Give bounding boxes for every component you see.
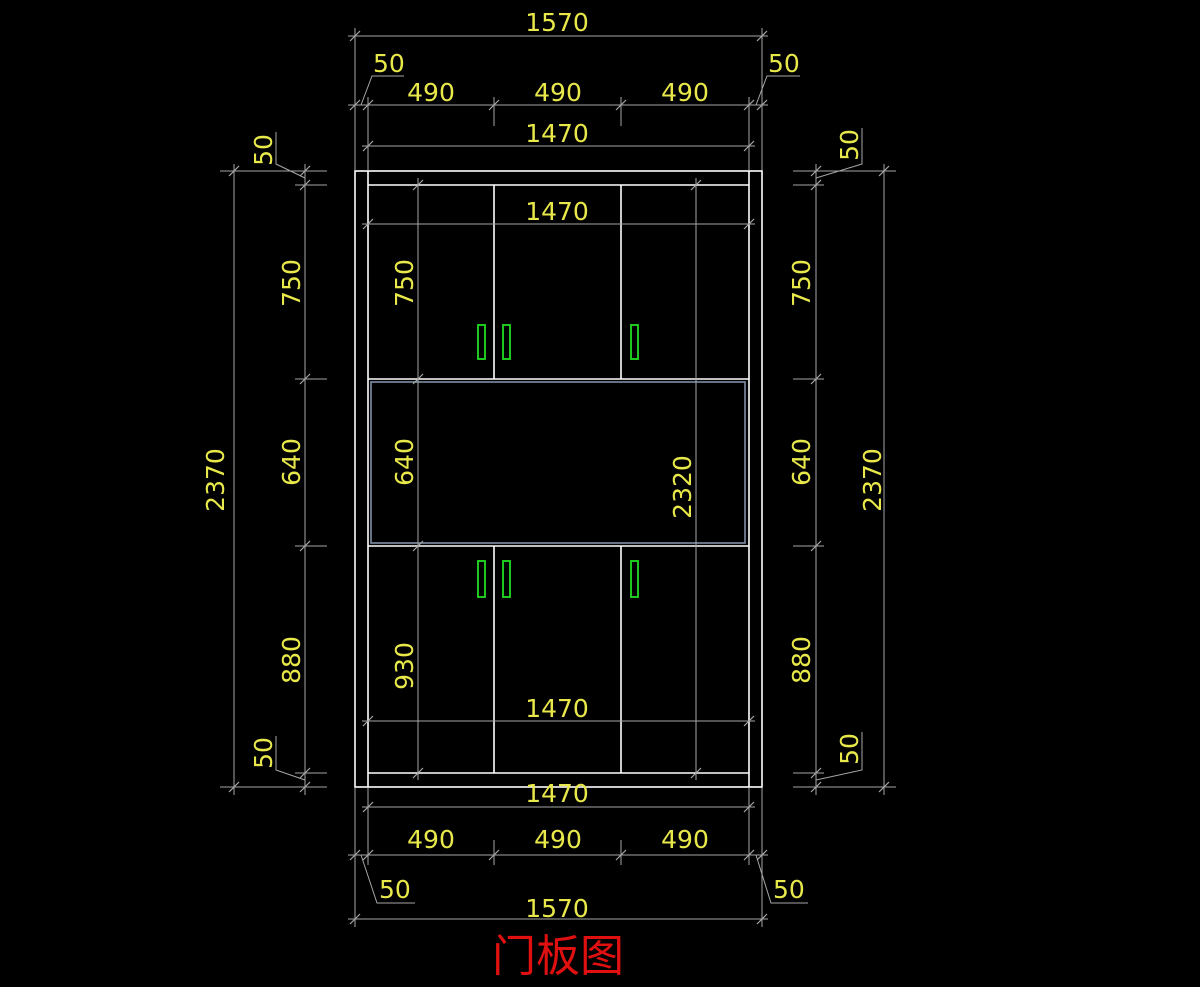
dim-left-bottom-edge: 50 <box>249 737 278 769</box>
dim-right-top-edge: 50 <box>835 129 864 161</box>
dim-bottom-door-1: 490 <box>407 825 455 854</box>
handle-upper-3 <box>630 324 639 360</box>
dim-inner-middle: 640 <box>390 438 419 486</box>
handle-lower-3 <box>630 560 639 598</box>
dim-top-door-2: 490 <box>534 78 582 107</box>
dim-left-top-edge: 50 <box>249 134 278 166</box>
dim-bottom-right-edge: 50 <box>773 875 805 904</box>
dim-top-right-edge: 50 <box>768 49 800 78</box>
handle-upper-2 <box>502 324 511 360</box>
dim-top-inner: 1470 <box>525 119 589 148</box>
dim-top-left-edge: 50 <box>373 49 405 78</box>
dimension-ticks <box>228 30 890 925</box>
dim-bottom-door-3: 490 <box>661 825 709 854</box>
drawing-title: 门板图 <box>492 931 624 982</box>
dim-top-door-1: 490 <box>407 78 455 107</box>
dim-right-upper: 750 <box>787 259 816 307</box>
dim-left-lower: 880 <box>277 636 306 684</box>
dim-left-middle: 640 <box>277 438 306 486</box>
dim-inner-upper: 750 <box>390 259 419 307</box>
handle-upper-1 <box>477 324 486 360</box>
handle-lower-1 <box>477 560 486 598</box>
dim-right-middle: 640 <box>787 438 816 486</box>
dim-bottom-overall: 1570 <box>525 894 589 923</box>
handle-lower-2 <box>502 560 511 598</box>
dim-inner-height: 2320 <box>668 455 697 519</box>
dimension-labels: 1570 50 50 490 490 490 1470 1470 1470 14… <box>201 8 887 923</box>
dim-right-bottom-edge: 50 <box>835 733 864 765</box>
dim-right-overall: 2370 <box>858 448 887 512</box>
glass-panel <box>370 381 746 544</box>
dim-lower-inner-width: 1470 <box>525 694 589 723</box>
door-handles <box>477 324 639 598</box>
cabinet-outline <box>354 170 763 788</box>
dim-upper-inner-width: 1470 <box>525 197 589 226</box>
dim-bottom-inner: 1470 <box>525 779 589 808</box>
dim-right-lower: 880 <box>787 636 816 684</box>
dim-bottom-left-edge: 50 <box>379 875 411 904</box>
dim-bottom-door-2: 490 <box>534 825 582 854</box>
dim-top-overall: 1570 <box>525 8 589 37</box>
dim-left-upper: 750 <box>277 259 306 307</box>
dim-top-door-3: 490 <box>661 78 709 107</box>
dim-left-overall: 2370 <box>201 448 230 512</box>
dim-inner-lower: 930 <box>390 642 419 690</box>
